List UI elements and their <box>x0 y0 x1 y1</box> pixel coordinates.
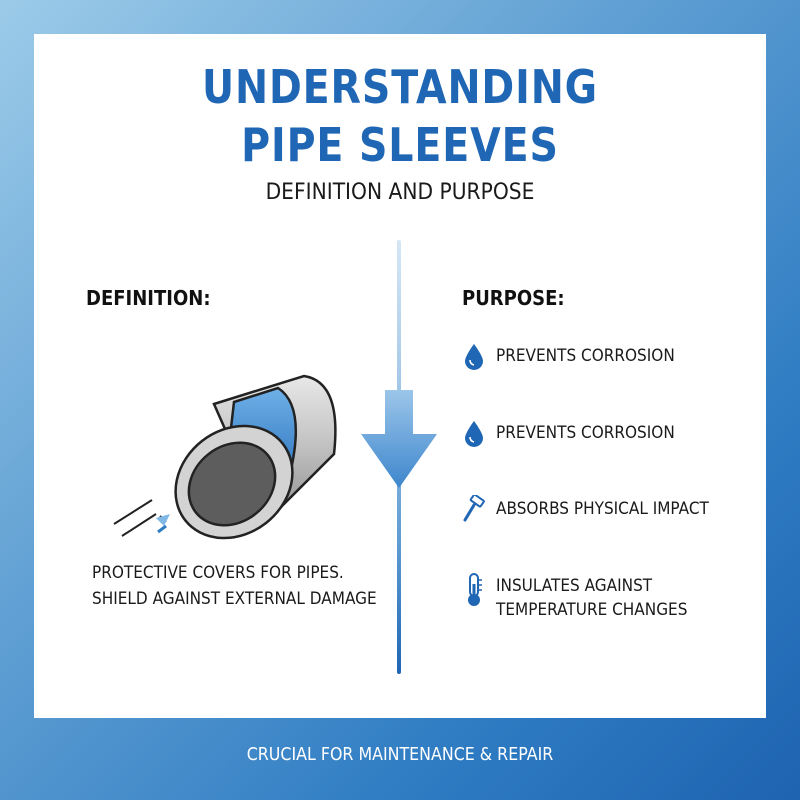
subtitle: DEFINITION AND PURPOSE <box>265 180 535 205</box>
title-line-1: UNDERSTANDING <box>201 60 599 114</box>
water-drop-icon <box>465 421 483 447</box>
definition-line-2: SHIELD AGAINST EXTERNAL DAMAGE <box>92 589 377 609</box>
purpose-item-label: PREVENTS CORROSION <box>496 423 675 443</box>
title-line-2: PIPE SLEEVES <box>241 118 559 172</box>
definition-text: PROTECTIVE COVERS FOR PIPES. SHIELD AGAI… <box>92 560 377 612</box>
water-drop-icon <box>465 344 483 370</box>
infographic-card: UNDERSTANDING PIPE SLEEVES DEFINITION AN… <box>34 34 766 718</box>
footer-text: CRUCIAL FOR MAINTENANCE & REPAIR <box>246 744 554 765</box>
purpose-heading: PURPOSE: <box>462 286 565 310</box>
definition-line-1: PROTECTIVE COVERS FOR PIPES. <box>92 563 344 583</box>
purpose-item-label: INSULATES AGAINST TEMPERATURE CHANGES <box>496 576 688 620</box>
purpose-item-label: ABSORBS PHYSICAL IMPACT <box>496 499 709 519</box>
hammer-icon <box>463 495 485 522</box>
definition-heading: DEFINITION: <box>86 286 211 310</box>
down-arrow-icon <box>361 390 437 488</box>
thermometer-icon <box>468 573 482 606</box>
pipe-sleeve-illustration <box>113 374 337 540</box>
purpose-item-label: PREVENTS CORROSION <box>496 346 675 366</box>
